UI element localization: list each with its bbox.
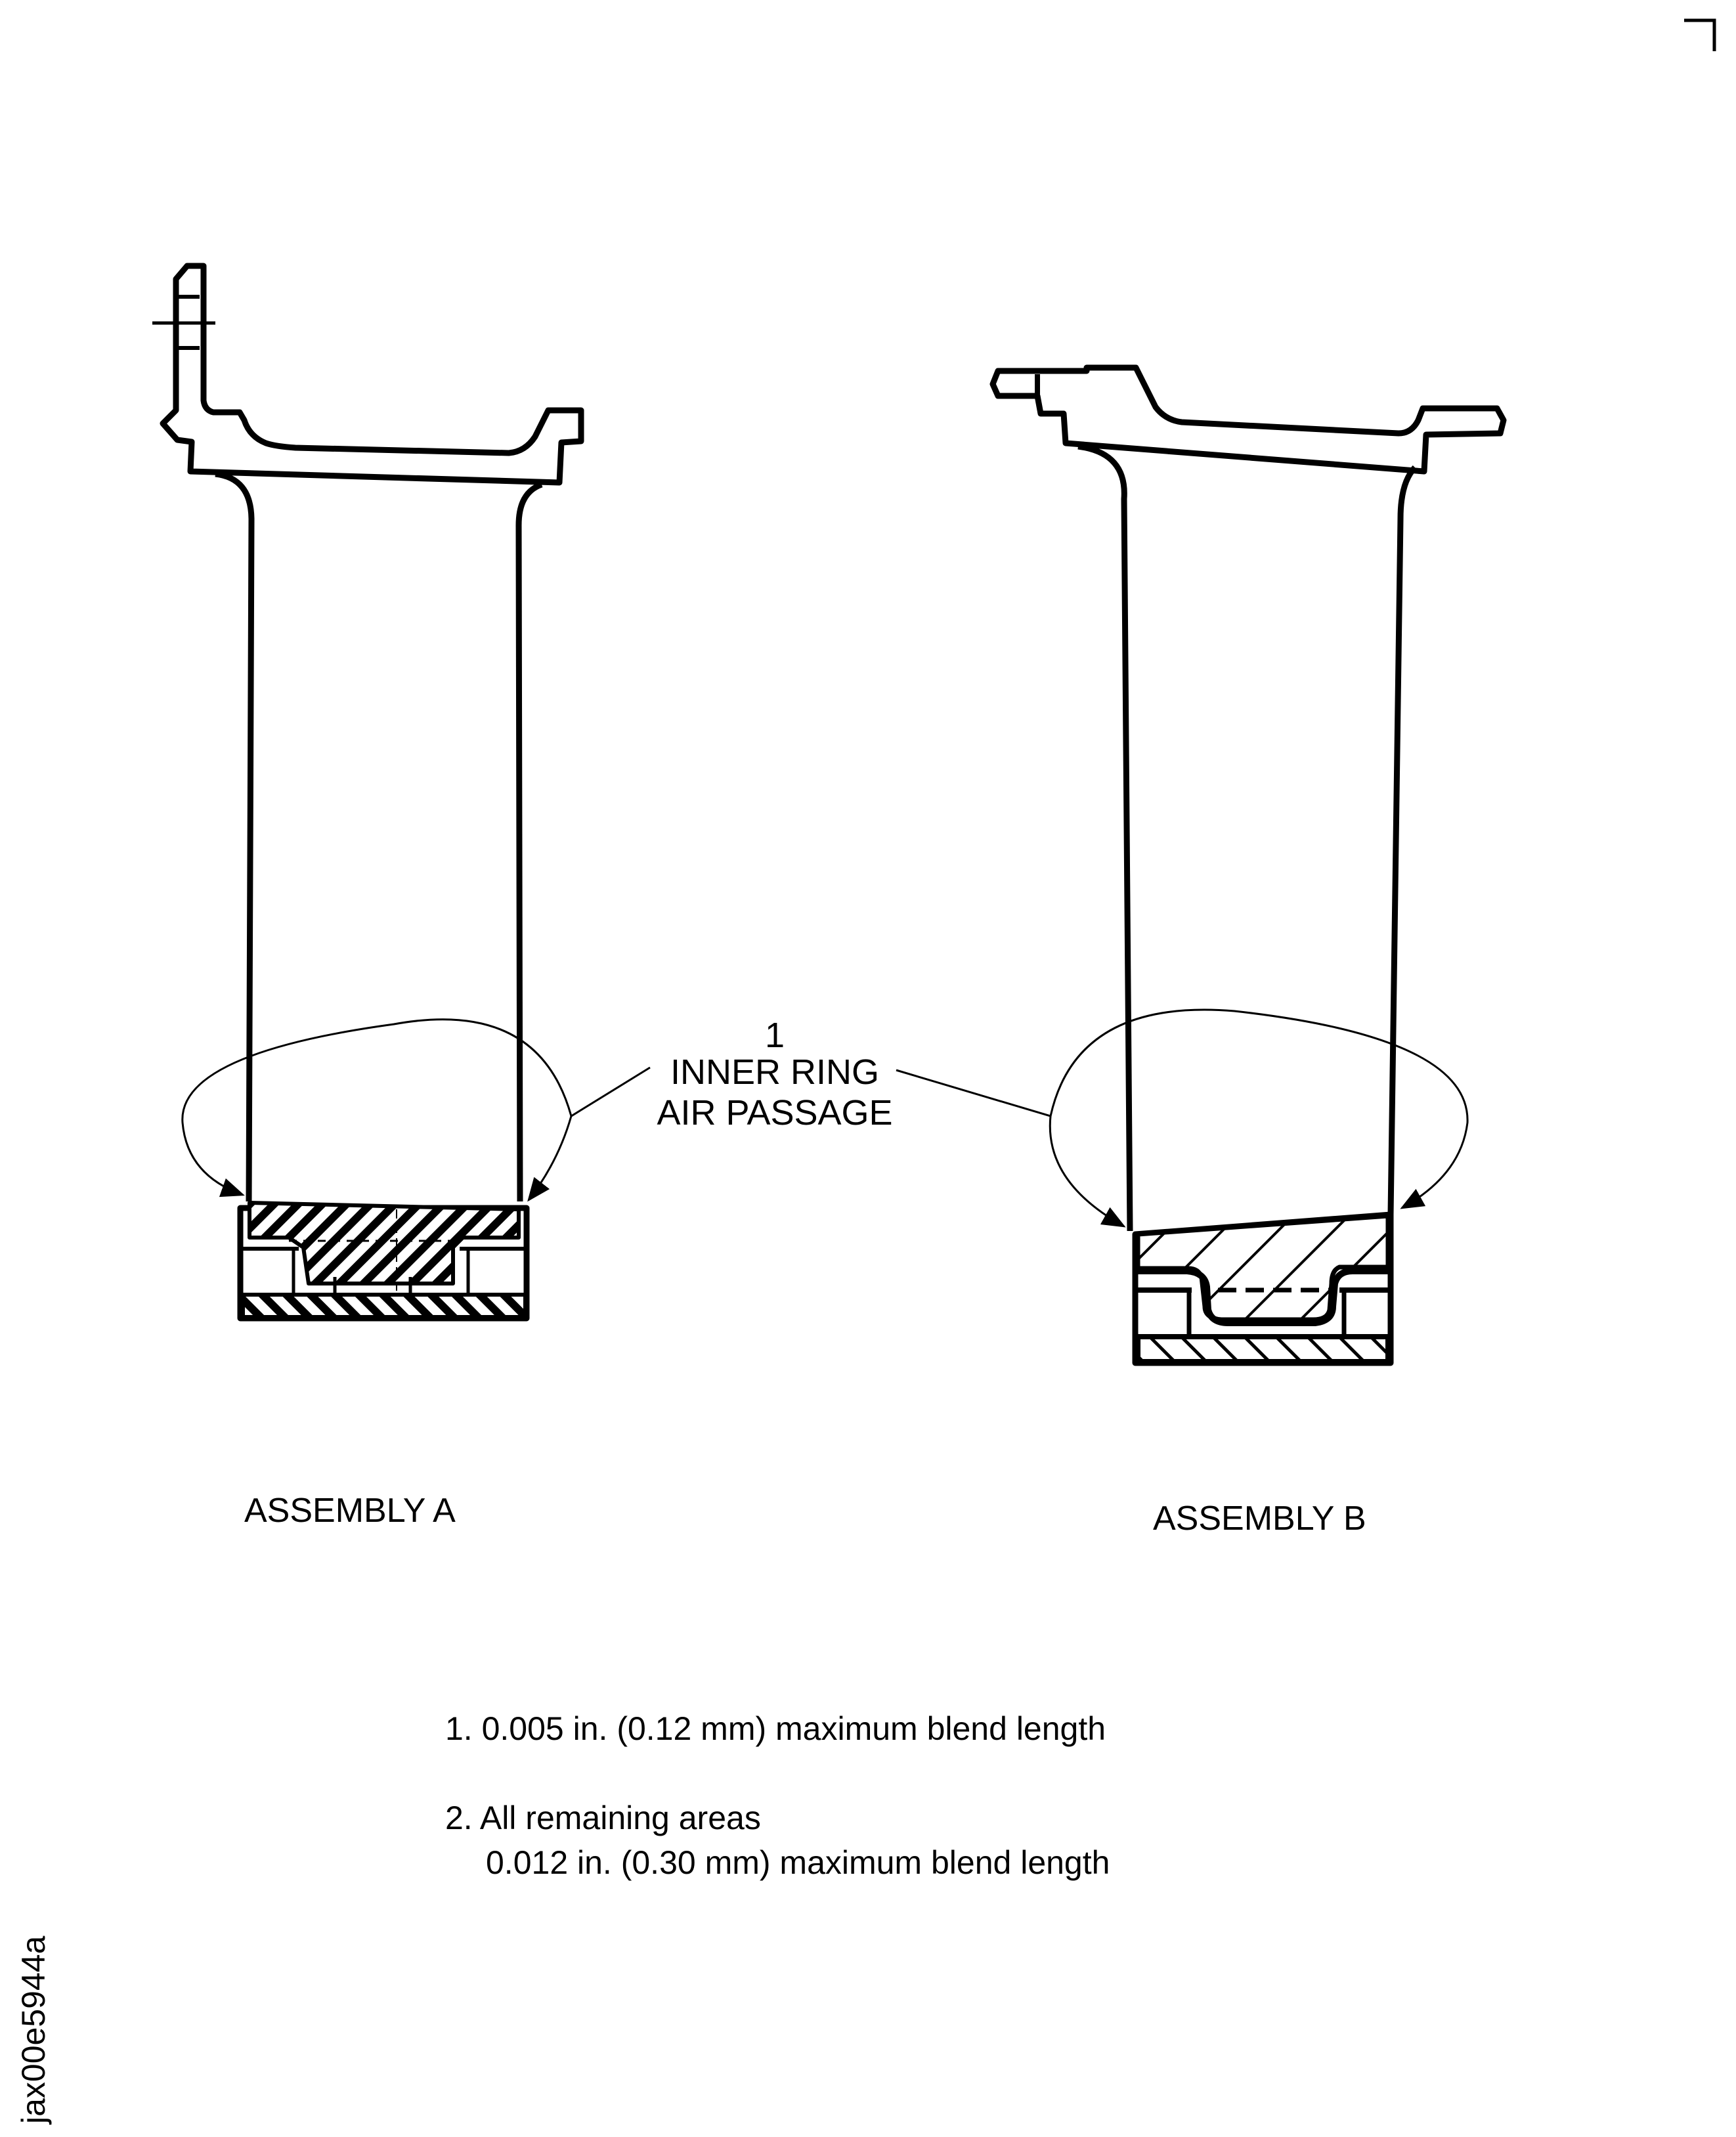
note-1-number: 1. bbox=[445, 1710, 473, 1747]
callout-label-line2: AIR PASSAGE bbox=[657, 1093, 893, 1133]
note-2-text: All remaining areas bbox=[479, 1800, 761, 1836]
assembly-a-drawing bbox=[152, 263, 584, 1322]
note-2-number: 2. bbox=[445, 1800, 473, 1836]
note-2: 2. All remaining areas bbox=[445, 1802, 761, 1834]
figure-id: jax00e5944a bbox=[15, 1935, 52, 2124]
note-1: 1. 0.005 in. (0.12 mm) maximum blend len… bbox=[445, 1712, 1106, 1745]
assembly-b-drawing bbox=[989, 364, 1507, 1366]
note-1-text: 0.005 in. (0.12 mm) maximum blend length bbox=[481, 1710, 1106, 1747]
corner-crop-mark bbox=[1684, 18, 1716, 51]
callout-label-line1: INNER RING bbox=[670, 1052, 879, 1092]
callout-leaders bbox=[181, 1008, 1469, 1228]
callout-number: 1 bbox=[764, 1016, 785, 1055]
note-2-detail: 0.012 in. (0.30 mm) maximum blend length bbox=[486, 1844, 1110, 1881]
assembly-a-label: ASSEMBLY A bbox=[244, 1492, 456, 1530]
assembly-b-label: ASSEMBLY B bbox=[1153, 1500, 1366, 1538]
